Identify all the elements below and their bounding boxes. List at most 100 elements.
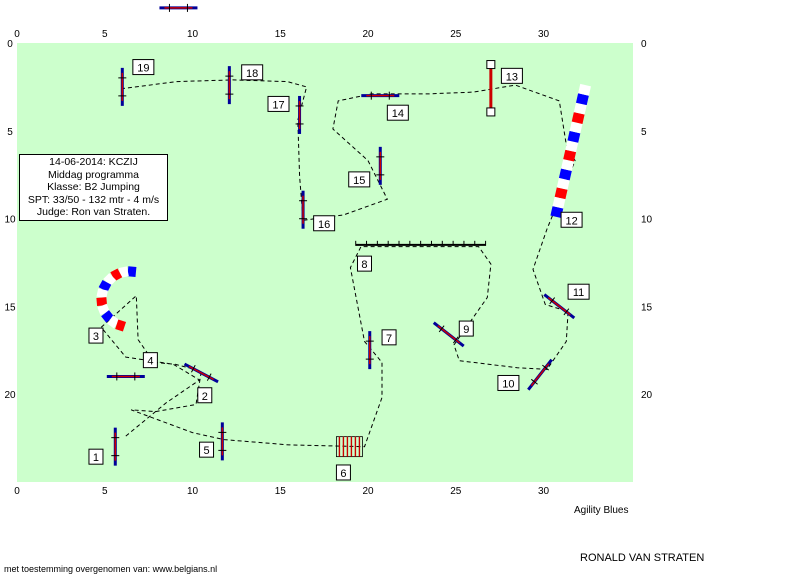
hurdle-post	[206, 373, 212, 381]
y-tick-label-right: 0	[641, 39, 647, 50]
y-tick-label-right: 20	[641, 390, 653, 401]
label-box	[88, 327, 104, 344]
obstacle-label-4: 4	[142, 352, 158, 369]
tunnel-segment	[571, 112, 585, 124]
obstacle-label-9: 9	[458, 320, 474, 337]
x-tick-label-top: 15	[275, 29, 287, 40]
obstacle-3	[96, 266, 137, 332]
tunnel-segment	[565, 140, 579, 153]
obstacle-label-7: 7	[381, 329, 397, 346]
label-number: 11	[573, 287, 584, 299]
obstacle-label-12: 12	[560, 211, 583, 228]
tunnel-segment	[107, 315, 120, 329]
obstacle-2	[183, 362, 219, 384]
tunnel-segment	[552, 196, 566, 209]
obstacle-6	[336, 436, 363, 458]
weave-frame	[336, 436, 363, 458]
tire-post	[486, 60, 496, 70]
tunnel-segment	[561, 159, 574, 171]
hurdle-post	[191, 364, 196, 373]
obstacle-label-3: 3	[88, 327, 104, 344]
label-box	[313, 215, 336, 232]
hurdle-post	[549, 297, 556, 305]
label-number: 15	[353, 175, 365, 187]
brand-label: Agility Blues	[574, 505, 629, 516]
x-tick-label-top: 10	[187, 29, 199, 40]
label-number: 18	[246, 68, 258, 80]
info-program-line: Middag programma	[47, 168, 140, 181]
tunnel-segment	[98, 280, 112, 292]
obstacle-label-17: 17	[267, 95, 290, 112]
obstacle-label-15: 15	[348, 171, 371, 188]
hurdle-post	[563, 308, 570, 316]
label-box	[142, 352, 158, 369]
tunnel-segment	[118, 266, 129, 278]
y-tick-label-left: 5	[7, 127, 13, 138]
x-tick-label-top: 0	[14, 29, 20, 40]
x-tick-label-bottom: 5	[102, 486, 108, 497]
obstacle-label-11: 11	[567, 283, 590, 300]
tunnel-segment	[101, 310, 115, 323]
x-tick-label-bottom: 0	[14, 486, 20, 497]
tunnel-segment	[103, 273, 117, 286]
tunnel-segment	[115, 319, 127, 332]
obstacle-label-10: 10	[497, 374, 520, 391]
obstacle-19	[118, 67, 127, 106]
obstacle-8	[355, 240, 487, 246]
label-number: 6	[340, 468, 346, 480]
label-box	[381, 329, 397, 346]
obstacle-16	[299, 190, 308, 229]
label-number: 3	[93, 331, 99, 343]
course-field	[17, 43, 633, 482]
y-tick-label-right: 5	[641, 127, 647, 138]
label-number: 10	[502, 378, 514, 390]
label-number: 17	[272, 99, 284, 111]
obstacle-12	[550, 83, 591, 218]
obstacle-label-1: 1	[88, 448, 104, 465]
label-box	[386, 104, 409, 121]
obstacle-13	[486, 60, 496, 117]
info-judge-line: Judge: Ron van Straten.	[36, 206, 151, 219]
label-number: 1	[93, 452, 99, 464]
y-tick-label-left: 0	[7, 39, 13, 50]
x-tick-label-top: 25	[450, 29, 462, 40]
obstacle-label-2: 2	[197, 387, 213, 404]
hurdle-post	[438, 325, 445, 333]
obstacle-7	[365, 331, 374, 370]
x-tick-label-top: 30	[538, 29, 550, 40]
obstacle-label-16: 16	[313, 215, 336, 232]
tunnel-segment	[569, 121, 583, 134]
obstacle-11	[543, 293, 576, 320]
y-tick-label-left: 15	[4, 302, 16, 313]
label-number: 14	[392, 108, 404, 120]
hurdle-post	[452, 336, 459, 344]
label-box	[88, 448, 104, 465]
x-tick-label-bottom: 30	[538, 486, 550, 497]
label-number: 19	[137, 63, 149, 75]
label-number: 7	[386, 333, 392, 345]
label-number: 4	[147, 356, 153, 368]
obstacle-10	[527, 358, 553, 391]
label-number: 5	[203, 445, 209, 457]
obstacle-label-18: 18	[241, 64, 264, 81]
label-box	[335, 464, 351, 481]
label-box	[197, 387, 213, 404]
tunnel-segment	[567, 130, 581, 143]
obstacle-label-19: 19	[132, 59, 155, 76]
tunnel-segment	[96, 297, 108, 307]
tunnel-segment	[556, 177, 570, 190]
handler-route-path	[100, 79, 576, 448]
tunnel-segment	[110, 268, 123, 282]
obstacle-label-13: 13	[500, 67, 523, 84]
tunnel-segment	[97, 303, 110, 316]
credit-label: met toestemming overgenomen van: www.bel…	[4, 564, 218, 574]
label-number: 8	[361, 259, 367, 271]
label-box	[560, 211, 583, 228]
x-tick-label-bottom: 25	[450, 486, 462, 497]
y-tick-label-left: 20	[4, 390, 16, 401]
label-number: 2	[202, 391, 208, 403]
label-number: 16	[318, 219, 330, 231]
